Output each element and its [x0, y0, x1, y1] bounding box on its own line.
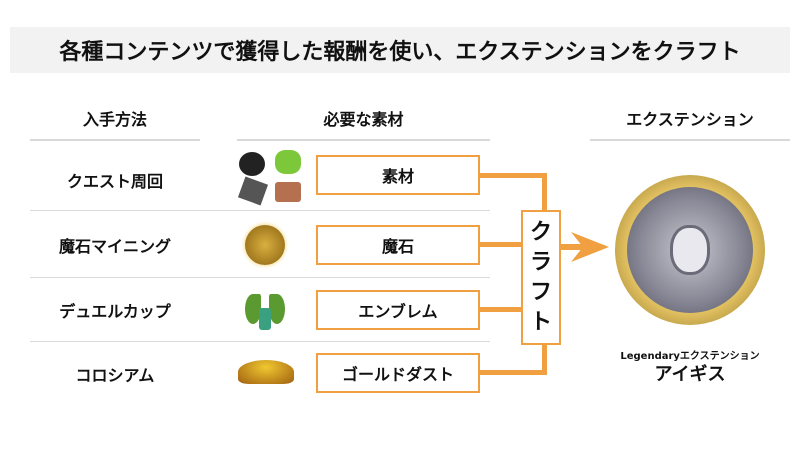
craft-char: ク	[529, 219, 552, 245]
divider	[30, 139, 200, 141]
craft-char: ト	[529, 309, 552, 335]
source-colosseum: コロシアム	[75, 366, 155, 385]
header-source: 入手方法	[82, 110, 147, 129]
magic-stone-icon	[245, 225, 285, 265]
craft-char: フ	[529, 279, 552, 305]
gold-dust-icon	[238, 360, 294, 384]
source-quest: クエスト周回	[66, 172, 163, 191]
result-rarity-label: Legendaryエクステンション	[620, 351, 760, 362]
header-extension: エクステンション	[626, 110, 754, 129]
divider	[237, 139, 490, 141]
divider	[590, 139, 790, 141]
source-mining: 魔石マイニング	[58, 237, 171, 256]
connector-line	[480, 173, 547, 178]
row-divider	[30, 277, 490, 278]
monster-materials-icon	[237, 150, 307, 206]
connector-line	[480, 370, 547, 375]
material-box-emblem: エンブレム	[316, 290, 480, 330]
connector-line	[542, 173, 547, 211]
page-title: 各種コンテンツで獲得した報酬を使い、エクステンションをクラフト	[10, 27, 790, 73]
source-duel-cup: デュエルカップ	[59, 302, 171, 321]
aegis-medallion-icon	[615, 175, 765, 325]
result-name: アイギス	[654, 364, 726, 385]
header-materials: 必要な素材	[323, 110, 404, 129]
connector-line	[542, 344, 547, 375]
row-divider	[30, 341, 490, 342]
craft-box: ク ラ フ ト	[521, 210, 561, 345]
material-box-magic-stone: 魔石	[316, 225, 480, 265]
material-box-materials: 素材	[316, 155, 480, 195]
material-box-gold-dust: ゴールドダスト	[316, 353, 480, 393]
arrow-right-icon	[561, 232, 609, 262]
connector-line	[480, 307, 522, 312]
craft-char: ラ	[529, 249, 552, 275]
row-divider	[30, 210, 490, 211]
connector-line	[480, 242, 522, 247]
emblem-icon	[245, 290, 285, 332]
